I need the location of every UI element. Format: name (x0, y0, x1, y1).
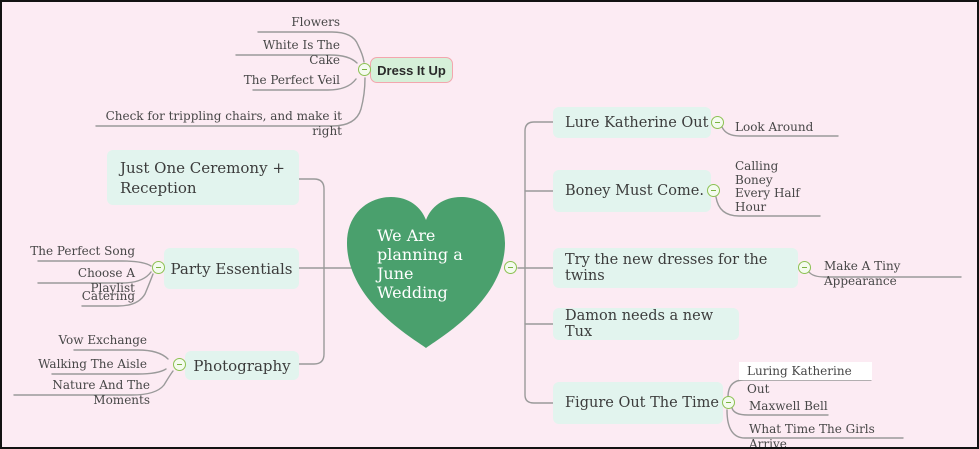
subtopic-the-perfect-song[interactable]: The Perfect Song (30, 244, 135, 258)
topic-party-essentials[interactable]: Party Essentials (164, 248, 299, 289)
collapse-icon[interactable] (711, 116, 724, 129)
topic-photography[interactable]: Photography (185, 351, 299, 380)
subtopic-the-perfect-veil[interactable]: The Perfect Veil (243, 73, 340, 87)
subtopic-make-a-tiny-appearance[interactable]: Make A Tiny Appearance (824, 259, 901, 288)
collapse-icon[interactable] (722, 396, 735, 409)
subtopic-look-around[interactable]: Look Around (735, 120, 814, 134)
topic-figure-out-the-time[interactable]: Figure Out The Time (553, 382, 723, 424)
collapse-icon[interactable] (173, 358, 186, 371)
topic-ceremony-reception[interactable]: Just One Ceremony + Reception (107, 150, 299, 205)
collapse-icon[interactable] (707, 184, 720, 197)
topic-boney-must-come[interactable]: Boney Must Come. (553, 170, 711, 212)
subtopic-calling-boney[interactable]: Calling Boney Every Half Hour (735, 159, 800, 214)
collapse-icon[interactable] (798, 261, 811, 274)
topic-dress-it-up[interactable]: Dress It Up (370, 57, 453, 83)
heart-shape (347, 197, 505, 348)
collapse-icon[interactable] (152, 261, 165, 274)
topic-damon-needs-tux[interactable]: Damon needs a new Tux (553, 308, 739, 340)
subtopic-white-is-the-cake[interactable]: White Is The Cake (262, 38, 340, 67)
subtopic-check-chairs[interactable]: Check for trippling chairs, and make it … (105, 109, 342, 138)
subtopic-flowers[interactable]: Flowers (291, 15, 340, 29)
collapse-icon[interactable] (358, 63, 371, 76)
subtopic-luring-katherine-out[interactable]: Luring Katherine Out (739, 362, 872, 396)
central-topic[interactable]: We Are planning a June Wedding (377, 226, 463, 302)
subtopic-choose-a-playlist[interactable]: Choose A Playlist (77, 266, 135, 295)
subtopic-maxwell-bell[interactable]: Maxwell Bell (749, 399, 828, 413)
subtopic-vow-exchange[interactable]: Vow Exchange (58, 333, 147, 347)
subtopic-what-time-girls-arrive[interactable]: What Time The Girls Arrive (749, 422, 875, 449)
subtopic-catering[interactable]: Catering (81, 289, 135, 303)
subtopic-nature-and-moments[interactable]: Nature And The Moments (52, 378, 150, 407)
topic-try-new-dresses[interactable]: Try the new dresses for the twins (553, 248, 798, 288)
collapse-icon[interactable] (504, 261, 517, 274)
topic-lure-katherine-out[interactable]: Lure Katherine Out (553, 107, 711, 138)
subtopic-walking-the-aisle[interactable]: Walking The Aisle (38, 357, 147, 371)
